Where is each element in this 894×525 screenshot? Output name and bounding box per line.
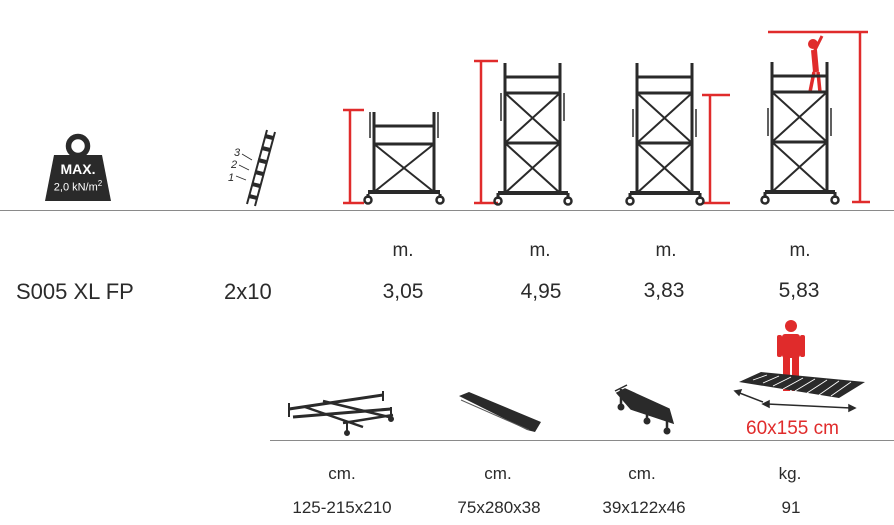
load-badge-superscript: 2 xyxy=(97,179,103,188)
component-value-1: 125-215x210 xyxy=(292,498,392,517)
ladder-steps-value: 2x10 xyxy=(224,279,272,304)
ladder-step-label-1: 1 xyxy=(228,172,235,184)
component-value-4: 91 xyxy=(781,498,801,517)
trolley-icon xyxy=(614,384,675,435)
scaffold-height-4-icon xyxy=(760,30,870,205)
platform-size-label: 60x155 cm xyxy=(746,418,839,439)
load-badge-title: MAX. xyxy=(60,161,96,177)
load-badge-value: 2,0 kN/m2 xyxy=(42,179,114,194)
scaffold-height-3-icon xyxy=(625,63,730,206)
ladder-step-label-2: 2 xyxy=(231,159,238,171)
ladder-icon xyxy=(235,129,276,207)
base-frame-icon xyxy=(288,391,394,436)
model-name: S005 XL FP xyxy=(16,279,134,304)
component-unit-3: cm. xyxy=(628,464,656,483)
height-value-2: 4,95 xyxy=(520,280,562,303)
component-unit-2: cm. xyxy=(484,464,512,483)
person-standing-icon xyxy=(777,320,805,391)
platform-board-icon xyxy=(459,392,541,432)
scaffold-height-2-icon xyxy=(474,59,573,206)
height-unit-3: m. xyxy=(655,240,677,261)
height-unit-2: m. xyxy=(529,240,551,261)
height-value-4: 5,83 xyxy=(778,279,820,302)
scaffold-height-1-icon xyxy=(343,108,445,205)
component-value-3: 39x122x46 xyxy=(602,498,686,517)
height-value-3: 3,83 xyxy=(643,279,685,302)
component-unit-1: cm. xyxy=(328,464,356,483)
component-value-2: 75x280x38 xyxy=(457,498,541,517)
height-value-1: 3,05 xyxy=(382,280,424,303)
person-icon xyxy=(808,35,824,93)
height-unit-4: m. xyxy=(789,240,811,261)
load-badge-value-text: 2,0 kN/m xyxy=(53,181,98,194)
platform-person-icon xyxy=(733,320,865,413)
ladder-step-label-3: 3 xyxy=(234,147,241,159)
bottom-divider xyxy=(270,440,894,441)
component-unit-4: kg. xyxy=(778,464,802,483)
height-unit-1: m. xyxy=(392,240,414,261)
weight-load-icon xyxy=(45,133,111,201)
top-divider xyxy=(0,210,894,211)
